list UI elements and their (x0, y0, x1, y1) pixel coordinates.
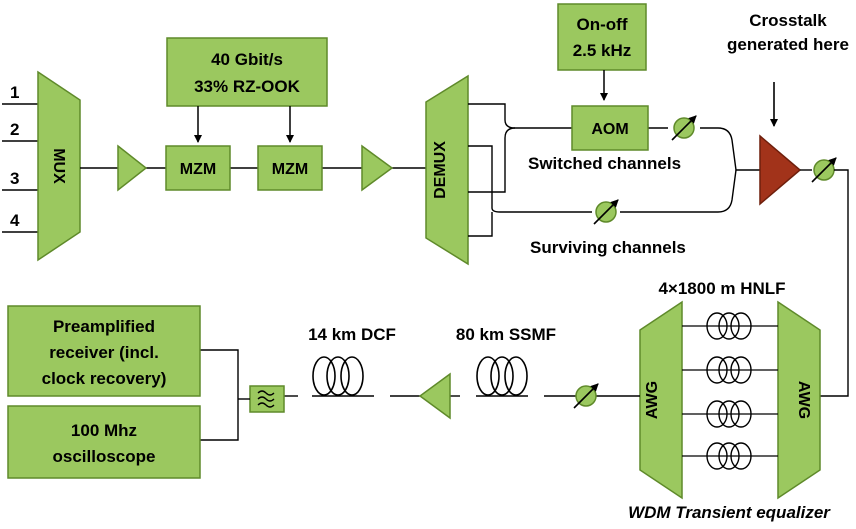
receiver-split-lines (200, 349, 250, 441)
mzm-1-block (165, 145, 231, 191)
attenuator-lower-icon (574, 384, 598, 408)
onoff-line1: On-off (577, 15, 628, 34)
aom-label: AOM (591, 121, 628, 138)
demux-output-lines (468, 103, 760, 237)
filter-waves (257, 390, 275, 408)
mzm-1-label: MZM (180, 161, 216, 178)
demux-block (425, 74, 469, 266)
modulation-box (166, 37, 328, 107)
receiver-line1: Preamplified (53, 317, 155, 336)
ssmf-label: 80 km SSMF (456, 325, 556, 344)
attenuator-switched-icon (672, 116, 696, 140)
awg-right-block (777, 300, 821, 500)
attenuator-output-icon (812, 158, 836, 182)
mux-input-lines (2, 103, 38, 233)
awg-left-block (639, 300, 683, 500)
equalizer-label: WDM Transient equalizer (628, 503, 831, 522)
mux-block (37, 70, 81, 262)
ssmf-spool-icon (476, 356, 528, 396)
bandpass-filter-icon (249, 385, 285, 413)
hnlf-spools (682, 312, 778, 470)
attenuator-surviving-icon (594, 200, 618, 224)
modulation-line2: 33% RZ-OOK (194, 77, 301, 96)
mux-input-2: 2 (10, 120, 19, 139)
aom-block (571, 105, 649, 151)
switched-channels-label: Switched channels (528, 154, 681, 173)
mzm-2-label: MZM (272, 161, 308, 178)
mux-label: MUX (50, 148, 67, 184)
amplifier-1 (117, 144, 148, 192)
surviving-channels-label: Surviving channels (530, 238, 686, 257)
awg-left-label: AWG (644, 381, 661, 419)
mux-input-3: 3 (10, 169, 19, 188)
onoff-line2: 2.5 kHz (573, 41, 632, 60)
mux-input-1: 1 (10, 83, 19, 102)
crosstalk-line1: Crosstalk (749, 11, 827, 30)
awg-right-label: AWG (795, 381, 812, 419)
modulation-line1: 40 Gbit/s (211, 50, 283, 69)
oscilloscope-box (7, 405, 201, 479)
receiver-line2: receiver (incl. (49, 343, 159, 362)
crosstalk-line2: generated here (727, 35, 849, 54)
mzm-2-block (257, 145, 323, 191)
receiver-line3: clock recovery) (42, 369, 167, 388)
dcf-spool-icon (312, 356, 364, 396)
oscilloscope-line2: oscilloscope (53, 447, 156, 466)
oscilloscope-line1: 100 Mhz (71, 421, 137, 440)
amplifier-2 (361, 144, 394, 192)
onoff-box (557, 3, 647, 71)
amplifier-lower (418, 372, 451, 420)
mux-input-4: 4 (10, 211, 20, 230)
hnlf-label: 4×1800 m HNLF (658, 279, 785, 298)
dcf-label: 14 km DCF (308, 325, 396, 344)
loop-to-equalizer (820, 169, 849, 397)
receiver-box (7, 305, 201, 397)
crosstalk-amplifier (759, 134, 802, 206)
demux-label: DEMUX (432, 141, 449, 199)
